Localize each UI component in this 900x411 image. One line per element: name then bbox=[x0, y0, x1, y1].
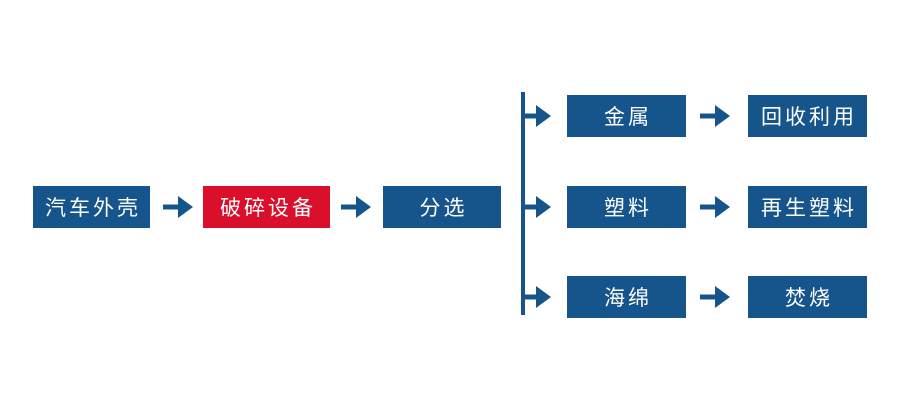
node-sorting: 分选 bbox=[383, 186, 501, 228]
node-sponge: 海绵 bbox=[567, 276, 686, 318]
node-recycle-reuse: 回收利用 bbox=[748, 95, 867, 137]
arrow-right-icon bbox=[700, 196, 730, 218]
branch-connector-line bbox=[521, 92, 525, 315]
arrow-right-icon bbox=[700, 286, 730, 308]
arrow-right-icon bbox=[163, 196, 193, 218]
node-metal: 金属 bbox=[567, 95, 686, 137]
node-plastic: 塑料 bbox=[567, 186, 686, 228]
arrow-right-icon bbox=[341, 196, 371, 218]
arrow-right-icon bbox=[523, 105, 551, 127]
node-incineration: 焚烧 bbox=[748, 276, 867, 318]
arrow-right-icon bbox=[523, 196, 551, 218]
node-car-shell: 汽车外壳 bbox=[33, 186, 150, 228]
arrow-right-icon bbox=[523, 286, 551, 308]
node-crushing-equipment: 破碎设备 bbox=[203, 186, 330, 228]
arrow-right-icon bbox=[700, 105, 730, 127]
node-recycled-plastic: 再生塑料 bbox=[748, 186, 867, 228]
